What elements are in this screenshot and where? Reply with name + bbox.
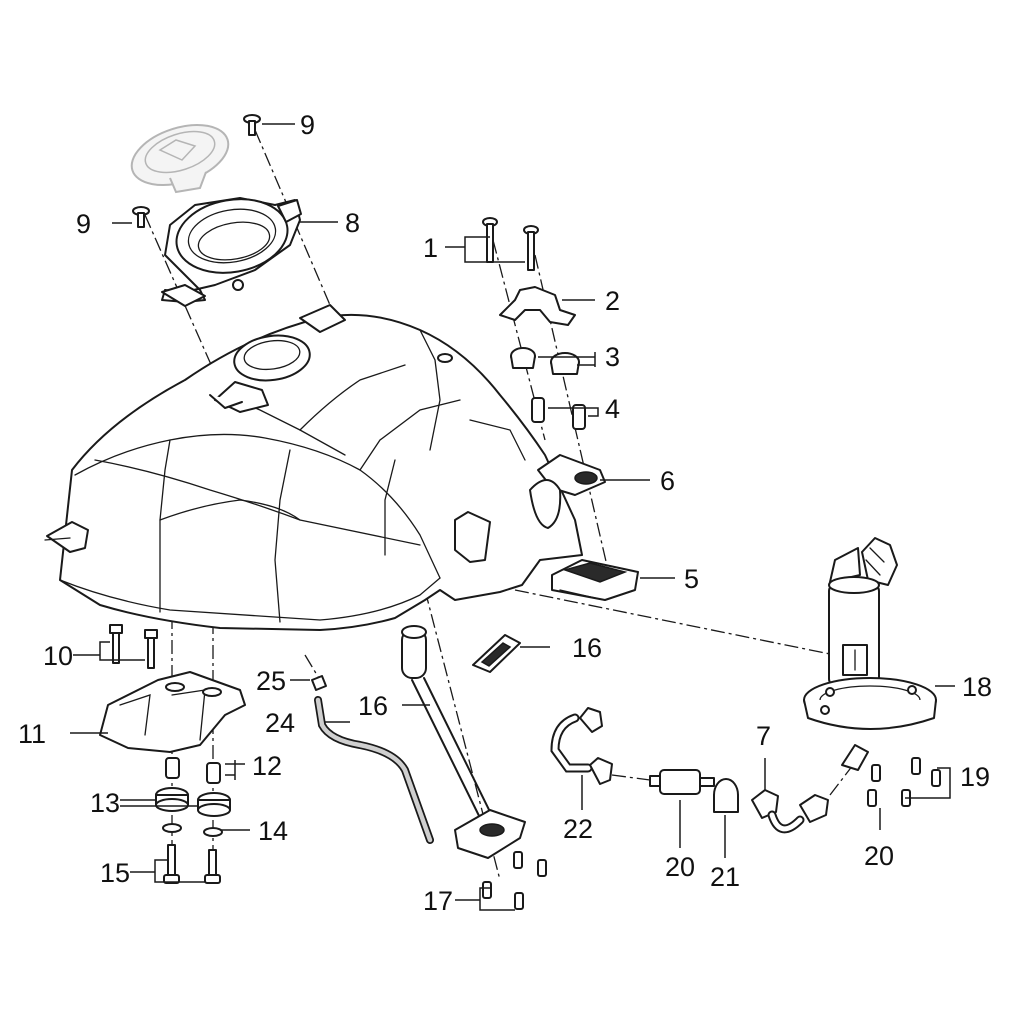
fuel-cap xyxy=(130,124,230,194)
callout-21: 20 xyxy=(665,852,695,882)
fuel-pump xyxy=(803,537,937,771)
callout-3: 3 xyxy=(605,342,620,372)
spacer-collars xyxy=(531,397,586,430)
callout-4: 4 xyxy=(605,394,620,424)
callout-5: 5 xyxy=(684,564,699,594)
pump-screws xyxy=(867,757,941,807)
callout-9-left: 9 xyxy=(76,209,91,239)
callout-10: 10 xyxy=(43,641,73,671)
hose-clamp xyxy=(713,778,739,813)
screw-left xyxy=(132,206,150,228)
screw-top xyxy=(243,114,261,136)
callout-25: 25 xyxy=(256,666,286,696)
callout-11: 11 xyxy=(18,719,46,749)
quick-connector xyxy=(751,789,829,834)
callout-24: 24 xyxy=(265,708,295,738)
callout-9-top: 9 xyxy=(300,110,315,140)
tank-damper-pad xyxy=(551,559,639,601)
bracket-bolts xyxy=(109,624,158,669)
callout-7: 7 xyxy=(756,721,771,751)
fuel-tank xyxy=(44,304,606,631)
callout-2: 2 xyxy=(605,286,620,316)
bracket-spacers xyxy=(165,757,221,784)
callout-18: 17 xyxy=(423,886,453,916)
callout-20-right: 19 xyxy=(960,762,990,792)
callout-13: 13 xyxy=(90,788,120,818)
sender-screws xyxy=(482,851,547,910)
bracket-bottom-bolts xyxy=(163,844,221,884)
callout-23: 22 xyxy=(563,814,593,844)
leader-lines xyxy=(70,123,955,911)
callout-17: 16 xyxy=(572,633,602,663)
fuel-hose-assembly xyxy=(550,707,613,785)
callout-20-bottom: 20 xyxy=(864,841,894,871)
tank-rear-bracket xyxy=(99,671,246,753)
breather-hose xyxy=(314,696,434,844)
mounting-clip xyxy=(499,286,576,326)
callout-19: 18 xyxy=(962,672,992,702)
callout-16: 16 xyxy=(358,691,388,721)
callout-8: 8 xyxy=(345,208,360,238)
hose-clip xyxy=(311,675,327,691)
callout-labels: 9 9 8 1 2 3 4 6 5 16 18 7 19 20 20 21 22… xyxy=(18,110,992,916)
rubber-grommets xyxy=(510,347,580,375)
callout-22: 21 xyxy=(710,862,740,892)
bracket-dampers xyxy=(155,787,231,817)
washers xyxy=(162,823,223,837)
callout-1: 1 xyxy=(423,233,438,263)
callout-14: 14 xyxy=(258,816,288,846)
callout-15: 15 xyxy=(100,858,130,888)
cap-mounting-ring xyxy=(161,197,302,307)
callout-12: 12 xyxy=(252,751,282,781)
callout-6: 6 xyxy=(660,466,675,496)
sender-gasket xyxy=(472,634,521,673)
fuel-filter xyxy=(649,769,715,795)
